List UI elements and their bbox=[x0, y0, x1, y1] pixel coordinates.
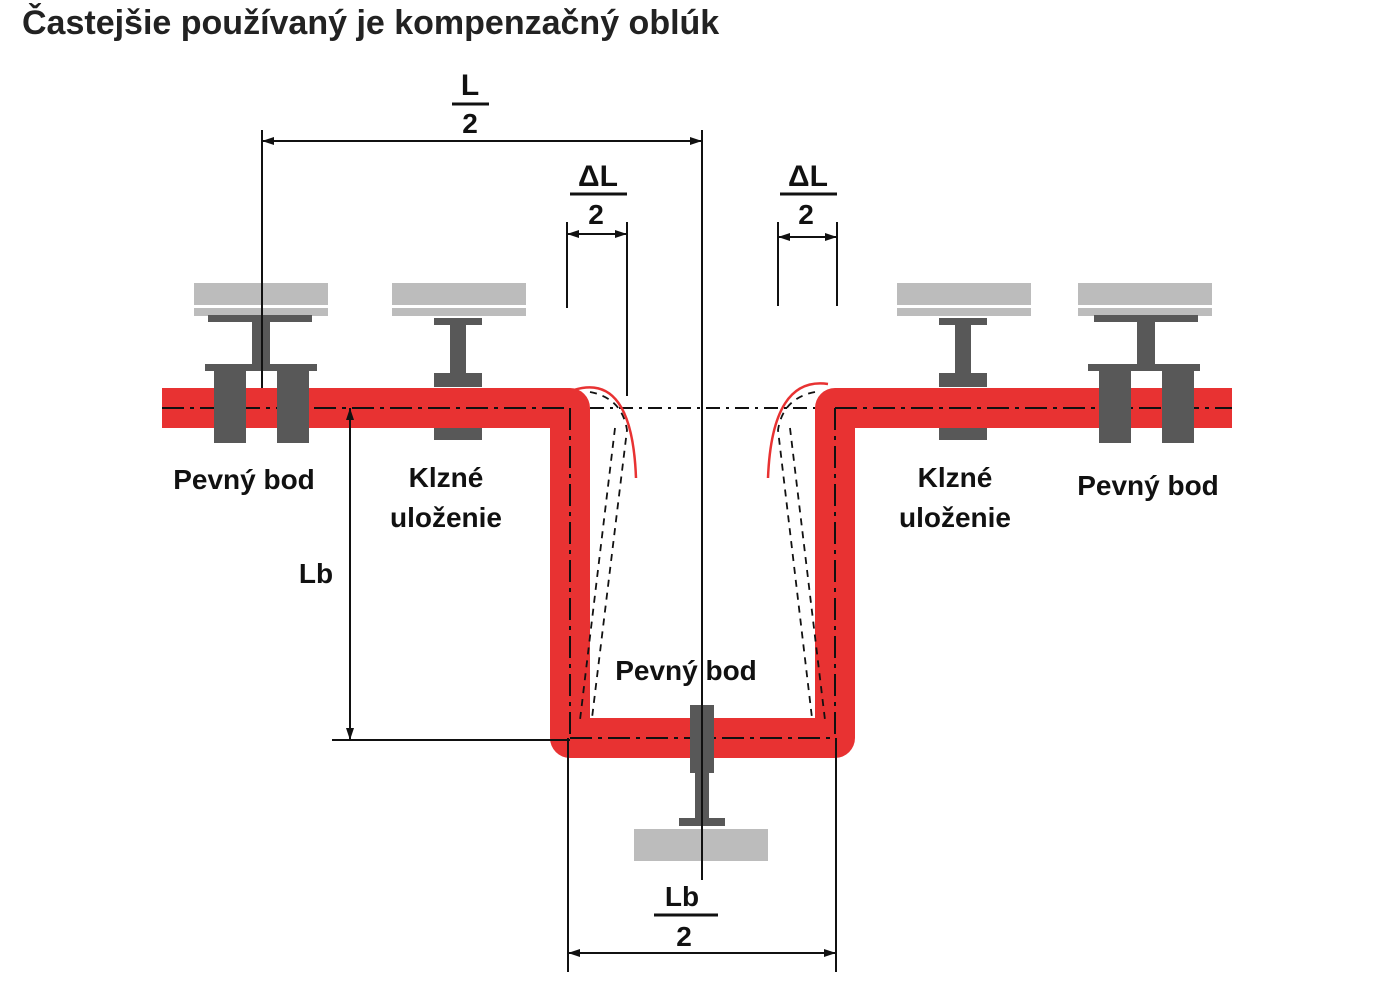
fraction-delta-right: ΔL 2 bbox=[780, 160, 837, 230]
fixed-point-right bbox=[1078, 283, 1212, 443]
page-title: Častejšie používaný je kompenzačný oblúk bbox=[22, 4, 720, 42]
label-sliding-left-line1: Klzné bbox=[409, 462, 484, 493]
fraction-delta-right-denominator: 2 bbox=[798, 199, 814, 230]
fraction-delta-left-numerator: ΔL bbox=[578, 160, 618, 193]
label-sliding-right-line2: uloženie bbox=[899, 502, 1011, 533]
displaced-pipe-outline bbox=[579, 391, 826, 721]
fraction-half-length: L 2 bbox=[452, 69, 489, 139]
label-fixed-point-right: Pevný bod bbox=[1077, 470, 1219, 501]
fraction-delta-left: ΔL 2 bbox=[570, 160, 627, 230]
label-sliding-right-line1: Klzné bbox=[918, 462, 993, 493]
sliding-support-right bbox=[897, 283, 1031, 440]
label-lb: Lb bbox=[299, 558, 333, 589]
label-fixed-point-bottom: Pevný bod bbox=[615, 655, 757, 686]
displaced-pipe-red-arcs bbox=[573, 382, 829, 479]
fraction-half-lb-denominator: 2 bbox=[676, 921, 692, 952]
fraction-half-length-numerator: L bbox=[461, 69, 479, 102]
label-fixed-point-left: Pevný bod bbox=[173, 464, 315, 495]
fraction-half-length-denominator: 2 bbox=[462, 108, 478, 139]
fraction-half-lb-numerator: Lb bbox=[665, 881, 699, 912]
fraction-half-lb: Lb 2 bbox=[654, 881, 718, 952]
fraction-delta-left-denominator: 2 bbox=[588, 199, 604, 230]
sliding-support-left bbox=[392, 283, 526, 440]
fraction-delta-right-numerator: ΔL bbox=[788, 160, 828, 193]
dimension-arrowheads bbox=[262, 137, 837, 957]
label-sliding-left-line2: uloženie bbox=[390, 502, 502, 533]
dimension-lines bbox=[261, 130, 838, 972]
